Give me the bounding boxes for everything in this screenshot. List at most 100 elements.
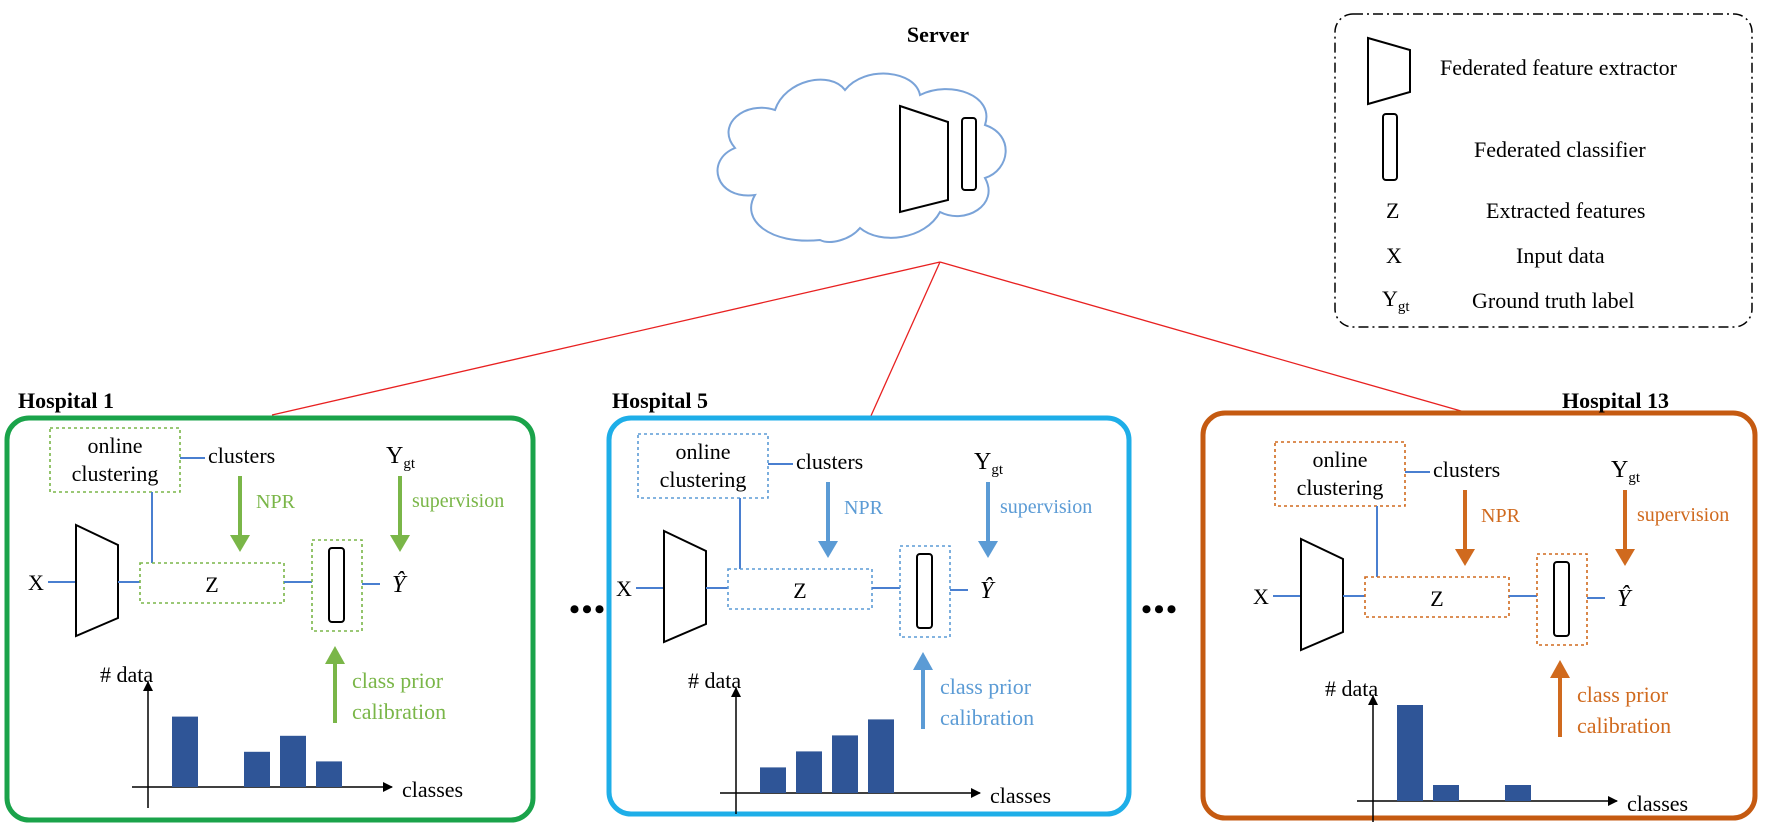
histogram-bar-4 (280, 735, 306, 787)
clusters-label: clusters (1433, 457, 1500, 482)
hospital-border (606, 415, 1132, 817)
legend-extractor-label: Federated feature extractor (1440, 55, 1678, 80)
y-hat-label: Ŷ (392, 572, 408, 598)
y-hat-label: Ŷ (980, 578, 996, 604)
x-axis-label: classes (1627, 791, 1688, 816)
npr-label: NPR (1481, 505, 1521, 527)
supervision-arrowhead (1615, 549, 1635, 566)
hospital-title: Hospital 1 (18, 388, 114, 413)
legend-classifier-label: Federated classifier (1474, 137, 1646, 162)
extractor-icon (1367, 36, 1411, 106)
npr-arrowhead (818, 541, 838, 558)
classifier-calibration-box (899, 545, 951, 638)
server-connections (271, 261, 1469, 419)
calibration-label-line2: calibration (352, 699, 446, 724)
calibration-label-line1: class prior (352, 668, 444, 693)
classifier-icon (916, 553, 933, 629)
x-axis-label: classes (990, 783, 1051, 808)
calibration-label-line1: class prior (1577, 682, 1669, 707)
hospital-title: Hospital 5 (612, 388, 708, 413)
npr-arrowhead (230, 535, 250, 552)
hospital-layer: Hospital 1 online clustering clusters YgtNPR… (4, 388, 1758, 823)
connection-line-13 (939, 261, 1469, 414)
online-clustering-box (637, 433, 769, 499)
supervision-label: supervision (412, 490, 504, 512)
feature-extractor-icon (1300, 537, 1344, 652)
histogram-bar-4 (868, 719, 894, 793)
legend-y-symbol: Ygt (1382, 286, 1410, 315)
npr-label: NPR (256, 491, 296, 513)
histogram-bar-2 (1433, 785, 1459, 801)
server-title: Server (907, 22, 970, 47)
supervision-arrowhead (390, 535, 410, 552)
histogram-bar-3 (244, 751, 270, 787)
legend-y-letter: Y (1382, 286, 1398, 311)
ellipsis-right: ••• (1141, 593, 1179, 626)
legend-z-symbol: Z (1386, 198, 1399, 223)
online-clustering-box (1274, 441, 1406, 507)
classifier-icon (328, 547, 345, 623)
calibration-label-line1: class prior (940, 674, 1032, 699)
legend-y-subscript: gt (1398, 299, 1411, 315)
y-gt-letter: Y (974, 449, 991, 475)
supervision-label: supervision (1000, 496, 1092, 518)
x-axis-label: classes (402, 777, 463, 802)
legend-x-label: Input data (1516, 243, 1605, 268)
clusters-label: clusters (796, 449, 863, 474)
z-features-label: Z (793, 578, 806, 603)
histogram-bar-1 (1397, 705, 1423, 801)
hospital-title: Hospital 13 (1562, 388, 1669, 413)
input-x-label: X (28, 570, 44, 595)
y-axis-label: # data (688, 668, 741, 693)
classifier-icon (1553, 561, 1570, 637)
y-gt-label: Ygt (974, 449, 1004, 478)
y-axis-label: # data (1325, 676, 1378, 701)
calibration-label-line2: calibration (1577, 713, 1671, 738)
server-extractor-icon (899, 104, 949, 214)
y-gt-letter: Y (386, 443, 403, 469)
y-gt-subscript: gt (991, 462, 1004, 478)
legend-border (1334, 13, 1753, 328)
calibration-arrowhead (913, 652, 933, 670)
y-hat-label: Ŷ (1617, 586, 1633, 612)
feature-extractor-icon (663, 529, 707, 644)
server-classifier-icon (961, 117, 977, 191)
online-clustering-label-line1: online (1313, 447, 1368, 472)
online-clustering-box (49, 427, 181, 493)
ellipsis-left: ••• (569, 593, 607, 626)
online-clustering-label-line2: clustering (72, 461, 159, 486)
histogram-bar-1 (172, 716, 198, 787)
online-clustering-label-line1: online (676, 439, 731, 464)
online-clustering-label-line2: clustering (1297, 475, 1384, 500)
feature-extractor-icon (75, 523, 119, 638)
connection-line-5 (869, 261, 941, 419)
y-gt-subscript: gt (403, 456, 416, 472)
histogram-bar-1 (760, 767, 786, 793)
calibration-label-line2: calibration (940, 705, 1034, 730)
server-cloud (716, 72, 1007, 243)
hospital-panel-3: Hospital 13 online clustering clusters YgtNP… (1200, 388, 1758, 822)
hospital-border (1200, 410, 1758, 821)
npr-label: NPR (844, 497, 884, 519)
supervision-label: supervision (1637, 504, 1729, 526)
legend-x-symbol: X (1386, 243, 1402, 268)
y-gt-letter: Y (1611, 457, 1628, 483)
supervision-arrowhead (978, 541, 998, 558)
z-features-label: Z (205, 572, 218, 597)
legend-y-label: Ground truth label (1472, 288, 1635, 313)
online-clustering-label-line1: online (88, 433, 143, 458)
input-x-label: X (1253, 584, 1269, 609)
y-gt-label: Ygt (1611, 457, 1641, 486)
classifier-icon (1382, 113, 1398, 181)
histogram-bar-5 (316, 761, 342, 787)
calibration-arrowhead (1550, 660, 1570, 678)
calibration-arrowhead (325, 646, 345, 664)
npr-arrowhead (1455, 549, 1475, 566)
legend: Federated feature extractor Federated cl… (1334, 13, 1753, 328)
y-axis-label: # data (100, 662, 153, 687)
hospital-border (4, 415, 536, 823)
